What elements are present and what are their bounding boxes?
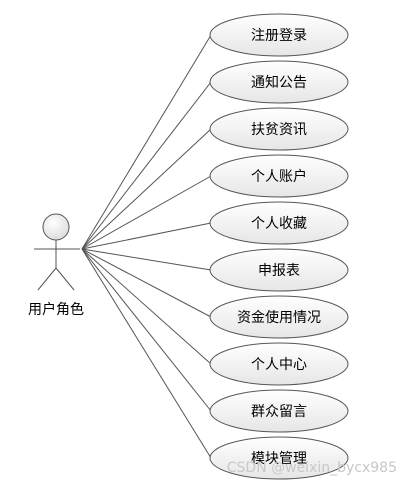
use-case-10[interactable]: 模块管理 <box>209 436 349 480</box>
use-case-label: 群众留言 <box>251 404 307 420</box>
use-case-4[interactable]: 个人账户 <box>209 154 349 198</box>
use-cases: 注册登录通知公告扶贫资讯个人账户个人收藏申报表资金使用情况个人中心群众留言模块管… <box>209 13 349 480</box>
use-case-label: 模块管理 <box>251 451 307 467</box>
use-case-1[interactable]: 注册登录 <box>209 13 349 57</box>
association-line <box>81 34 212 250</box>
use-case-label: 个人账户 <box>251 168 307 185</box>
actor-left-leg <box>37 267 57 291</box>
association-line <box>81 248 212 271</box>
use-case-label: 通知公告 <box>251 74 307 91</box>
use-case-label: 扶贫资讯 <box>251 122 307 138</box>
actor-user-role[interactable]: 用户角色 <box>28 213 84 318</box>
use-case-ellipse <box>209 295 349 339</box>
use-case-label: 注册登录 <box>251 28 307 44</box>
actor-label: 用户角色 <box>28 301 84 318</box>
association-line <box>81 248 212 459</box>
use-case-label: 个人收藏 <box>251 216 307 232</box>
association-line <box>81 81 212 250</box>
use-case-ellipse <box>209 248 349 292</box>
association-line <box>81 248 212 365</box>
use-case-ellipse <box>209 436 349 480</box>
use-case-3[interactable]: 扶贫资讯 <box>209 107 349 151</box>
use-case-5[interactable]: 个人收藏 <box>209 201 349 245</box>
use-case-2[interactable]: 通知公告 <box>209 60 349 104</box>
association-line <box>81 222 212 250</box>
use-case-ellipse <box>209 342 349 386</box>
association-lines <box>81 34 212 459</box>
use-case-ellipse <box>209 13 349 57</box>
use-case-6[interactable]: 申报表 <box>209 248 349 292</box>
association-line <box>81 128 212 250</box>
use-case-label: 资金使用情况 <box>237 309 321 326</box>
use-case-ellipse <box>209 107 349 151</box>
use-case-label: 个人中心 <box>251 357 307 373</box>
use-case-ellipse <box>209 60 349 104</box>
use-case-ellipse <box>209 154 349 198</box>
association-line <box>81 248 212 318</box>
watermark: CSDN @weixin_bycx985 <box>226 460 397 476</box>
use-case-8[interactable]: 个人中心 <box>209 342 349 386</box>
actor-right-leg <box>55 267 75 291</box>
use-case-7[interactable]: 资金使用情况 <box>209 295 349 339</box>
association-line <box>81 175 212 250</box>
association-line <box>81 248 212 412</box>
actor-head <box>42 213 70 241</box>
use-case-label: 申报表 <box>258 263 300 279</box>
use-case-ellipse <box>209 201 349 245</box>
use-case-9[interactable]: 群众留言 <box>209 389 349 433</box>
use-case-ellipse <box>209 389 349 433</box>
